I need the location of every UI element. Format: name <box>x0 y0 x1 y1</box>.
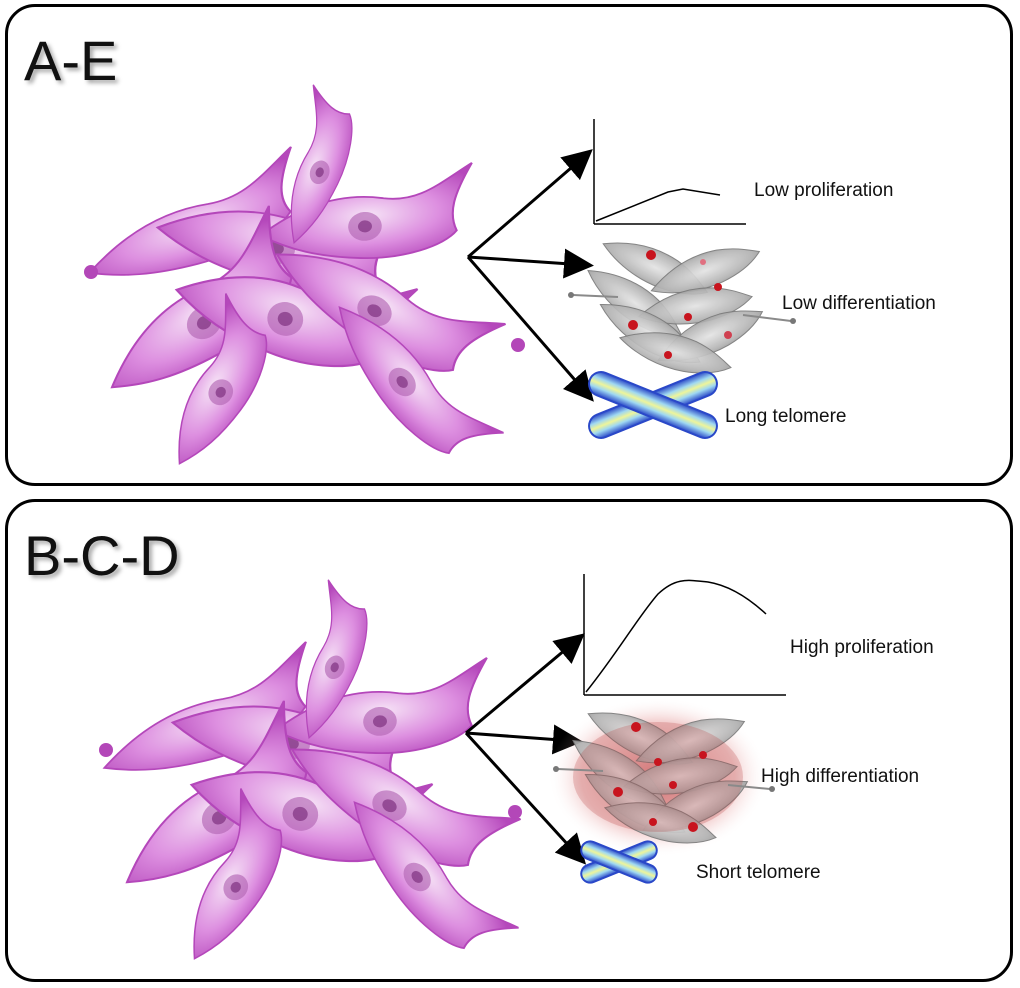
chromosome-icon <box>588 371 718 439</box>
telomere-label: Short telomere <box>696 862 821 883</box>
cell-cluster-icon <box>71 84 525 480</box>
panel-b-c-d-illustration <box>86 574 786 975</box>
chromosome-icon <box>580 840 658 884</box>
panel-title: A-E <box>24 29 118 92</box>
arrow-icon <box>464 731 587 865</box>
telomere-label: Long telomere <box>725 406 847 427</box>
panel-b-c-d: B-C-D <box>5 499 1013 982</box>
differentiation-label: High differentiation <box>761 766 920 787</box>
line-graph-icon <box>593 119 746 225</box>
panel-title: B-C-D <box>24 524 180 587</box>
panel-a-e-illustration <box>71 84 796 480</box>
cell-cluster-icon <box>86 579 522 975</box>
proliferation-label: High proliferation <box>790 637 934 658</box>
arrow-icon <box>467 248 594 279</box>
arrow-icon <box>465 724 583 755</box>
proliferation-label: Low proliferation <box>754 180 894 201</box>
gray-cell-cluster-icon <box>568 227 796 384</box>
panel-a-e: A-E <box>5 4 1013 486</box>
line-graph-icon <box>583 574 786 696</box>
gray-cell-cluster-icon <box>548 697 775 857</box>
arrow-icon <box>466 256 594 402</box>
differentiation-label: Low differentiation <box>782 293 936 314</box>
arrow-icon <box>467 149 593 259</box>
arrow-icon <box>465 633 585 735</box>
